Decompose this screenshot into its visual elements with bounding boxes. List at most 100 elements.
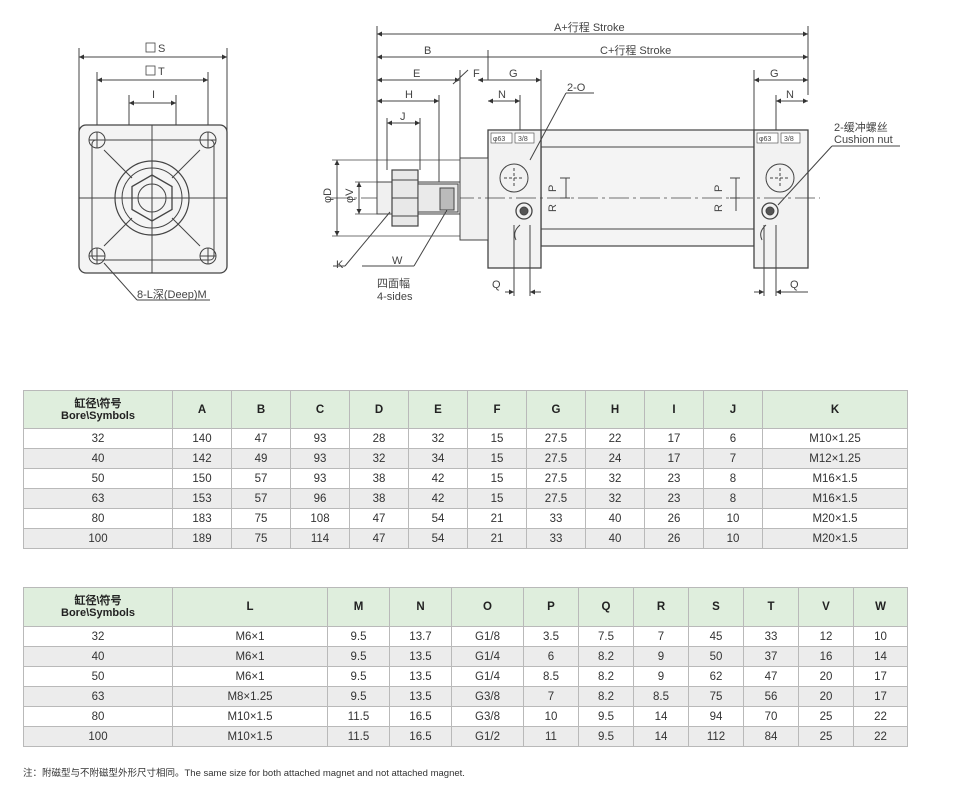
- table-cell: 56: [743, 686, 799, 707]
- dim-r-left-label: R: [547, 204, 559, 212]
- table-cell: 7.5: [578, 626, 634, 647]
- table-cell: M16×1.5: [762, 468, 908, 489]
- table-cell: 75: [231, 508, 291, 529]
- table-cell: 20: [798, 686, 854, 707]
- column-header: S: [688, 587, 744, 627]
- table-cell: 37: [743, 646, 799, 667]
- table-cell: 3.5: [523, 626, 579, 647]
- table-cell: 15: [467, 468, 527, 489]
- four-sides-en-label: 4-sides: [377, 291, 413, 303]
- table-cell: 189: [172, 528, 232, 549]
- table-cell: 150: [172, 468, 232, 489]
- table-cell: 9: [633, 666, 689, 687]
- table-cell: 27.5: [526, 428, 586, 449]
- table-cell: M6×1: [172, 666, 328, 687]
- column-header: A: [172, 390, 232, 429]
- table-cell: 6: [703, 428, 763, 449]
- table-cell: 21: [467, 528, 527, 549]
- dim-a-label: A+行程 Stroke: [554, 21, 625, 34]
- table-cell: 62: [688, 666, 744, 687]
- table-cell: 6: [523, 646, 579, 667]
- dimension-table-2: 缸径\符号 Bore\Symbols L M N O P Q R S T V W…: [23, 587, 908, 747]
- table-cell: 94: [688, 706, 744, 727]
- column-header: L: [172, 587, 328, 627]
- table-cell: 17: [644, 428, 704, 449]
- table-cell: 153: [172, 488, 232, 509]
- table-cell: 23: [644, 488, 704, 509]
- table-cell: 54: [408, 528, 468, 549]
- column-header: O: [451, 587, 524, 627]
- table-cell: 28: [349, 428, 409, 449]
- table-cell: 9.5: [327, 686, 390, 707]
- cushion-cn-label: 2-缓冲螺丝: [834, 120, 888, 134]
- table-cell: 25: [798, 706, 854, 727]
- bore-cell: 100: [23, 726, 173, 747]
- bore-cell: 80: [23, 508, 173, 529]
- table-cell: 27.5: [526, 468, 586, 489]
- column-header: R: [633, 587, 689, 627]
- column-header: I: [644, 390, 704, 429]
- dim-c-label: C+行程 Stroke: [600, 44, 671, 57]
- table-cell: 34: [408, 448, 468, 469]
- table-cell: 9.5: [327, 666, 390, 687]
- bore-cell: 80: [23, 706, 173, 727]
- table-cell: 42: [408, 468, 468, 489]
- table-cell: 21: [467, 508, 527, 529]
- dim-h-label: H: [405, 89, 413, 101]
- dimension-table-1: 缸径\符号 Bore\Symbols A B C D E F G H I J K…: [23, 390, 908, 549]
- table-cell: 8.5: [633, 686, 689, 707]
- table-cell: 9.5: [578, 726, 634, 747]
- table-cell: 140: [172, 428, 232, 449]
- footnote: 注：附磁型与不附磁型外形尺寸相同。The same size for both …: [23, 768, 465, 779]
- table-cell: 38: [349, 468, 409, 489]
- table-cell: 84: [743, 726, 799, 747]
- dim-p-left-label: P: [547, 185, 559, 192]
- table-cell: 183: [172, 508, 232, 529]
- bore-header-en: Bore\Symbols: [61, 409, 135, 422]
- table-cell: 32: [408, 428, 468, 449]
- table-cell: 54: [408, 508, 468, 529]
- bore-cell: 40: [23, 448, 173, 469]
- table-cell: 16: [798, 646, 854, 667]
- column-header: T: [743, 587, 799, 627]
- bore-cell: 50: [23, 468, 173, 489]
- table-cell: 8: [703, 488, 763, 509]
- dim-n-left-label: N: [498, 89, 506, 101]
- table-cell: 17: [644, 448, 704, 469]
- column-header: M: [327, 587, 390, 627]
- phi-v-label: φV: [344, 188, 356, 203]
- table-cell: M6×1: [172, 626, 328, 647]
- table-cell: 57: [231, 488, 291, 509]
- dim-j-label: J: [400, 111, 406, 123]
- table-cell: 7: [633, 626, 689, 647]
- dim-k-label: K: [336, 259, 344, 271]
- table-cell: 114: [290, 528, 350, 549]
- table-cell: 15: [467, 488, 527, 509]
- table-cell: 47: [231, 428, 291, 449]
- table-cell: 75: [231, 528, 291, 549]
- table-cell: 27.5: [526, 488, 586, 509]
- table-cell: 14: [853, 646, 908, 667]
- dim-f-label: F: [473, 68, 480, 80]
- four-sides-cn-label: 四面幅: [377, 277, 410, 290]
- table-cell: 8.2: [578, 646, 634, 667]
- bore-cell: 63: [23, 686, 173, 707]
- table-cell: 9: [633, 646, 689, 667]
- dim-s-label: S: [158, 43, 165, 55]
- table-cell: 27.5: [526, 448, 586, 469]
- table-cell: 11.5: [327, 706, 390, 727]
- table-cell: 14: [633, 726, 689, 747]
- dim-b-label: B: [424, 45, 431, 57]
- port-label: 2-O: [567, 82, 586, 94]
- column-header: D: [349, 390, 409, 429]
- bore-header-cn: 缸径\符号: [74, 595, 122, 607]
- table-cell: 15: [467, 428, 527, 449]
- column-header: Q: [578, 587, 634, 627]
